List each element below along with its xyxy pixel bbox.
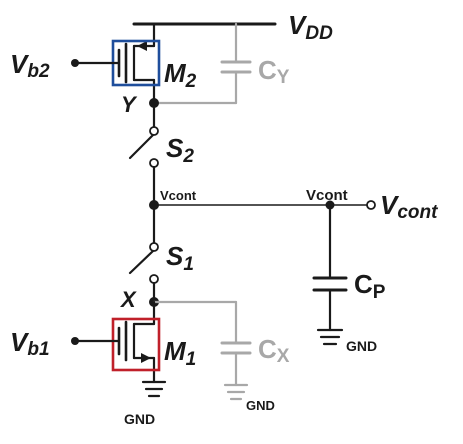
node-y-label: Y [121, 92, 138, 117]
switch-s2 [128, 101, 159, 207]
vb1-label: Vb1 [10, 327, 50, 360]
vdd-label: VDD [288, 10, 333, 44]
vb2-label: Vb2 [10, 49, 50, 82]
capacitor-cp [312, 203, 348, 346]
transistor-m1 [111, 300, 167, 398]
vcont-left-note: Vcont [160, 188, 197, 203]
parasitic-cap-cy [152, 22, 252, 105]
m2-source-arrow [137, 41, 147, 51]
cp-label: CP [354, 269, 386, 303]
s1-label: S1 [166, 241, 194, 275]
cy-label: CY [258, 55, 290, 88]
vcont-output-terminal [366, 200, 376, 210]
vb2-terminal [71, 59, 79, 67]
m1-highlight-box [111, 317, 161, 372]
s2-label: S2 [166, 133, 194, 167]
vcont-right-note: Vcont [306, 187, 348, 204]
cx-label: CX [258, 334, 290, 367]
gnd-m1-label: GND [124, 411, 155, 427]
m1-label: M1 [164, 336, 196, 370]
m2-label: M2 [164, 58, 197, 92]
gnd-cx-label: GND [246, 398, 275, 413]
parasitic-cap-cx [152, 300, 252, 401]
vcont-output-label: Vcont [380, 190, 438, 223]
m1-source-arrow [141, 353, 151, 363]
node-x-label: X [119, 287, 137, 312]
vb1-terminal [71, 337, 79, 345]
gnd-cp-label: GND [346, 338, 377, 354]
